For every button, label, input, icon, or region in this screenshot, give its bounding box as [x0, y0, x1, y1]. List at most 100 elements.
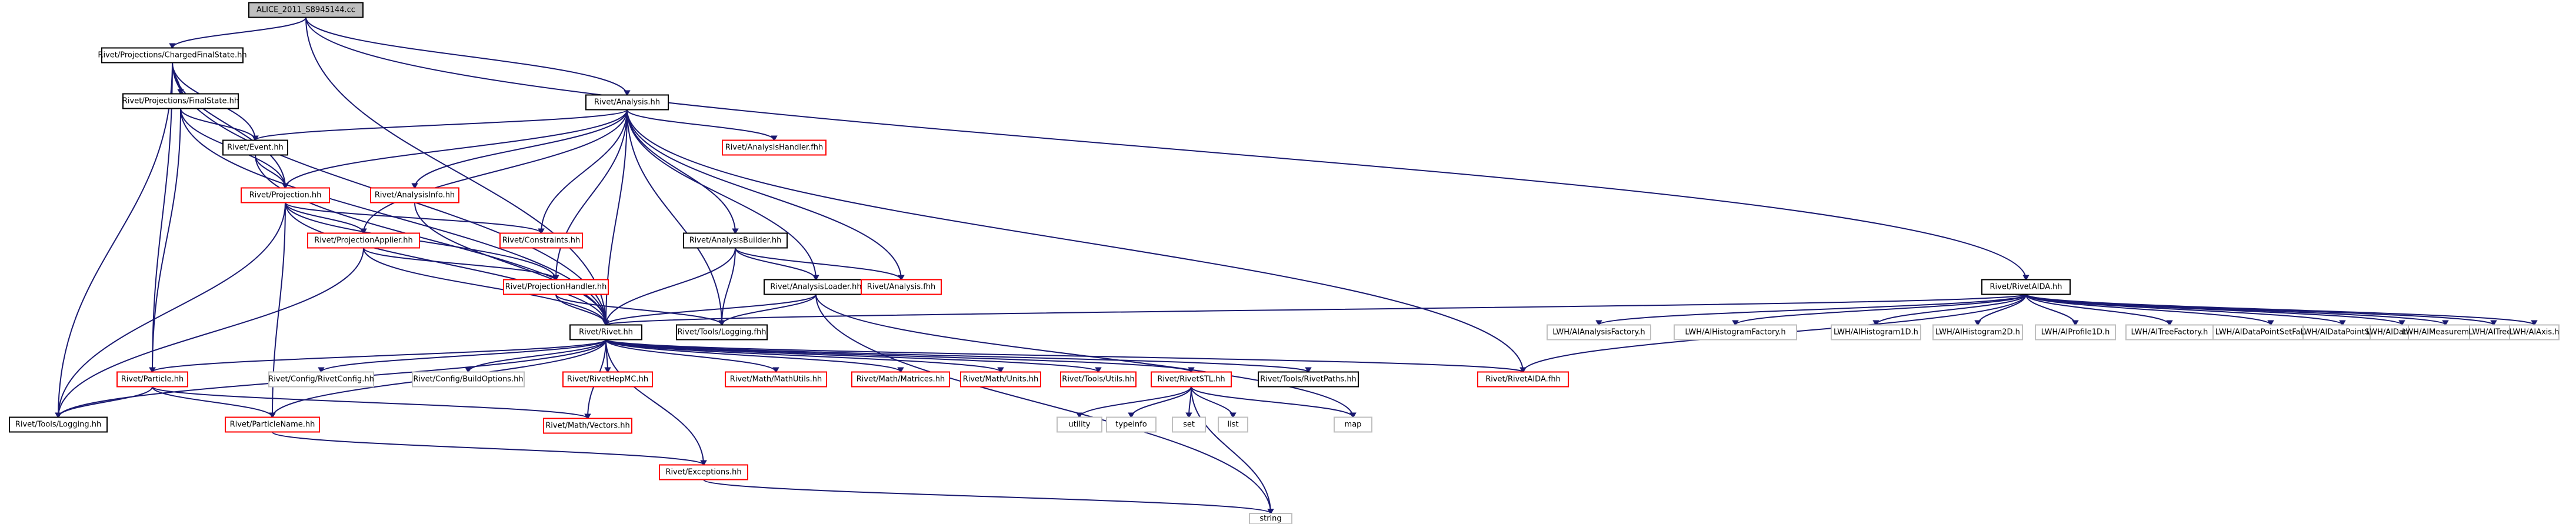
node-hepmc[interactable]: Rivet/RivetHepMC.hh [562, 371, 653, 388]
edge-proj-to-rivet [285, 202, 609, 326]
node-label: Rivet/Math/Matrices.hh [857, 375, 945, 384]
node-label: LWH/AIAxis.h [2509, 328, 2559, 337]
edge-line [605, 248, 736, 325]
node-idpsf[interactable]: LWH/AIDataPointSetFactory.h [2212, 324, 2329, 341]
node-aload[interactable]: Rivet/AnalysisLoader.hh [764, 279, 868, 295]
edge-rstl-to-utility [1076, 386, 1192, 419]
node-list[interactable]: list [1218, 416, 1248, 433]
node-abld[interactable]: Rivet/AnalysisBuilder.hh [683, 232, 788, 249]
edge-rivet-to-rcfg [318, 339, 606, 373]
node-ihf[interactable]: LWH/AIHistogramFactory.h [1674, 324, 1797, 341]
node-proj[interactable]: Rivet/Projection.hh [241, 187, 330, 203]
edge-line [305, 17, 606, 325]
node-label: Rivet/AnalysisInfo.hh [375, 191, 455, 200]
node-bopt[interactable]: Rivet/Config/BuildOptions.hh [412, 371, 525, 388]
edge-arrowhead [2022, 275, 2030, 281]
edge-arrowhead [898, 275, 905, 281]
node-tpath[interactable]: Rivet/Tools/RivetPaths.hh [1258, 371, 1359, 388]
node-box [1151, 371, 1232, 388]
edge-fs-to-part [149, 108, 181, 373]
node-cfs[interactable]: Rivet/Projections/ChargedFinalState.hh [98, 47, 247, 64]
node-label: LWH/AITree.h [2468, 328, 2518, 337]
node-afhh[interactable]: Rivet/Analysis.fhh [861, 279, 942, 295]
node-ev[interactable]: Rivet/Event.hh [222, 139, 288, 156]
node-ana[interactable]: Rivet/Analysis.hh [585, 94, 669, 111]
node-box [1477, 371, 1569, 388]
node-label: Rivet/Event.hh [227, 143, 284, 152]
node-map[interactable]: map [1334, 416, 1372, 433]
node-pname[interactable]: Rivet/ParticleName.hh [225, 416, 320, 433]
node-box [307, 232, 420, 249]
node-cons[interactable]: Rivet/Constraints.hh [499, 232, 583, 249]
node-itf[interactable]: LWH/AITreeFactory.h [2125, 324, 2214, 341]
node-set[interactable]: set [1172, 416, 1206, 433]
node-ahf[interactable]: Rivet/AnalysisHandler.fhh [722, 139, 827, 156]
edge-arrowhead [897, 367, 904, 373]
node-ih1[interactable]: LWH/AIHistogram1D.h [1831, 324, 1921, 341]
edge-arrowhead [269, 412, 276, 419]
edge-rivet-to-aidafhh [605, 339, 1527, 373]
edge-layer [55, 17, 2538, 515]
node-ip1[interactable]: LWH/AIProfile1D.h [2035, 324, 2116, 341]
node-label: Rivet/Analysis.hh [594, 98, 660, 107]
edge-line [172, 62, 286, 188]
edge-line [555, 109, 628, 280]
edge-line [605, 339, 1524, 373]
node-typeinfo[interactable]: typeinfo [1106, 416, 1157, 433]
node-tlog2[interactable]: Rivet/Tools/Logging.hh [9, 416, 108, 433]
edge-arrowhead [1076, 412, 1083, 419]
edge-line [255, 155, 606, 325]
edge-arrowhead [55, 412, 62, 419]
edge-line [172, 17, 306, 48]
node-box [2302, 324, 2382, 341]
node-papp[interactable]: Rivet/ProjectionApplier.hh [307, 232, 420, 249]
node-ainfo[interactable]: Rivet/AnalysisInfo.hh [370, 187, 459, 203]
node-exc[interactable]: Rivet/Exceptions.hh [659, 464, 748, 480]
node-part[interactable]: Rivet/Particle.hh [116, 371, 188, 388]
node-label: Rivet/Tools/Logging.fhh [678, 328, 767, 337]
node-raida[interactable]: Rivet/RivetAIDA.hh [1981, 279, 2071, 295]
node-phand[interactable]: Rivet/ProjectionHandler.hh [503, 279, 609, 295]
node-label: Rivet/Math/Vectors.hh [545, 422, 630, 430]
node-mmu[interactable]: Rivet/Math/MathUtils.hh [725, 371, 827, 388]
node-label: Rivet/Projections/ChargedFinalState.hh [98, 51, 246, 60]
edge-rivet-to-mmu [605, 339, 779, 373]
node-rivet[interactable]: Rivet/Rivet.hh [569, 324, 642, 341]
edge-aload-to-tlog1 [718, 294, 817, 326]
node-box [499, 232, 583, 249]
edge-line [1735, 293, 2027, 326]
node-string[interactable]: string [1249, 513, 1292, 524]
edge-line [605, 339, 1309, 373]
node-tut[interactable]: Rivet/Tools/Utils.hh [1060, 371, 1137, 388]
node-box [412, 371, 525, 388]
node-iaxis[interactable]: LWH/AIAxis.h [2509, 324, 2560, 341]
node-rcfg[interactable]: Rivet/Config/RivetConfig.hh [268, 371, 374, 388]
edge-rstl-to-string [1191, 386, 1274, 515]
node-iaf[interactable]: LWH/AIAnalysisFactory.h [1547, 324, 1651, 341]
edge-ana-to-phand [552, 109, 628, 281]
edge-line [2025, 294, 2170, 325]
node-ih2[interactable]: LWH/AIHistogram2D.h [1932, 324, 2023, 341]
node-rstl[interactable]: Rivet/RivetSTL.hh [1151, 371, 1232, 388]
node-root[interactable]: ALICE_2011_S8945144.cc [248, 2, 364, 18]
edge-line [735, 248, 902, 280]
node-idps[interactable]: LWH/AIDataPointSet.h [2301, 324, 2385, 341]
node-box [116, 371, 188, 388]
edge-arrowhead [604, 367, 611, 373]
node-mvec[interactable]: Rivet/Math/Vectors.hh [543, 418, 632, 434]
edge-arrowhead [282, 183, 289, 189]
edge-ana-to-aload [626, 109, 819, 281]
node-aidafhh[interactable]: Rivet/RivetAIDA.fhh [1477, 371, 1569, 388]
node-fs[interactable]: Rivet/Projections/FinalState.hh [122, 93, 239, 109]
node-mun[interactable]: Rivet/Math/Units.hh [960, 371, 1041, 388]
edge-arrowhead [1188, 367, 1195, 373]
node-box [1106, 416, 1157, 433]
node-label: Rivet/Exceptions.hh [665, 468, 741, 477]
node-tlog1[interactable]: Rivet/Tools/Logging.fhh [676, 324, 768, 341]
node-box [585, 94, 669, 111]
node-utility[interactable]: utility [1057, 416, 1102, 433]
node-mmat[interactable]: Rivet/Math/Matrices.hh [851, 371, 950, 388]
node-box [1334, 416, 1372, 433]
edge-ana-to-papp [360, 109, 628, 235]
